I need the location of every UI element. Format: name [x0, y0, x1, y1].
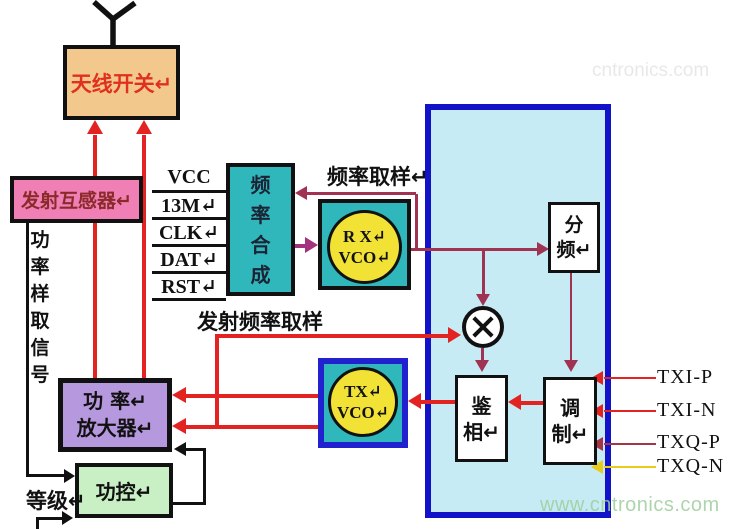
watermark-faint: cntronics.com: [592, 60, 710, 81]
pin-label-vcc: VCC: [167, 166, 211, 188]
pin-label-rst: RST↵: [161, 276, 217, 298]
power-sample-signal-label: 功 率 样 取 信 号: [30, 229, 50, 386]
txi-p-line: [604, 377, 656, 379]
power-control-loop: [186, 448, 206, 451]
transformer-box: 发射互感器↵: [10, 176, 143, 223]
phase-detector-box: 鉴 相↵: [455, 375, 508, 462]
tx-freq-sampling-line: [215, 337, 219, 429]
antenna-switch-box: 天线开关↵: [63, 45, 180, 120]
frequency-synthesizer-box: 频 率 合 成: [226, 163, 295, 296]
power-amplifier-box: 功 率↵ 放大器↵: [58, 378, 172, 452]
power-sample-line: [26, 223, 29, 477]
divider-to-modulator-line: [570, 273, 572, 361]
arrowhead: [564, 360, 578, 372]
level-input-line: [36, 517, 62, 520]
txvco-to-pa-line: [186, 394, 318, 398]
power-control-loop: [203, 450, 206, 505]
freq-sampling-line: [306, 192, 416, 195]
watermark: www.cntronics.com: [540, 494, 720, 516]
txq-p-label: TXQ-P: [657, 431, 721, 453]
pin-line: [152, 217, 226, 220]
pin-label-clk: CLK↵: [158, 222, 220, 244]
arrowhead: [476, 294, 490, 306]
synth-to-rxvco-line: [295, 244, 307, 248]
pin-label-dat: DAT↵: [160, 249, 218, 271]
arrowhead: [408, 393, 421, 409]
power-control-loop: [173, 502, 206, 505]
txi-n-line: [604, 410, 656, 412]
tx-freq-sampling-label: 发射频率取样: [197, 310, 323, 334]
txvco-to-pa-line: [186, 425, 318, 429]
arrowhead: [64, 469, 75, 483]
pin-line: [152, 298, 226, 301]
rxvco-to-mixer-line: [482, 251, 485, 295]
pin-line: [152, 271, 226, 274]
freq-sampling-label: 频率取样↵: [327, 165, 429, 189]
txq-n-label: TXQ-N: [657, 455, 725, 477]
modulator-box: 调 制↵: [543, 377, 597, 465]
arrowhead: [172, 387, 186, 403]
arrowhead: [87, 120, 103, 134]
tx-freq-sampling-line: [215, 334, 448, 338]
txi-p-label: TXI-P: [657, 366, 714, 388]
txi-n-label: TXI-N: [657, 399, 717, 421]
arrowhead: [174, 442, 186, 456]
rxvco-output-line: [408, 248, 537, 251]
pin-line: [152, 190, 226, 193]
antenna-icon: [92, 0, 137, 50]
power-control-box: 功控↵: [75, 463, 173, 518]
pin-line: [152, 244, 226, 247]
arrowhead: [475, 360, 489, 372]
mixer-to-phase-line: [481, 348, 484, 361]
power-sample-line: [26, 474, 64, 477]
txq-p-line: [604, 443, 656, 445]
pin-label-13m: 13M↵: [161, 195, 217, 217]
arrowhead: [305, 237, 318, 253]
arrowhead: [62, 511, 73, 525]
arrowhead: [295, 186, 307, 200]
pa-to-antenna-line: [142, 135, 146, 378]
tx-vco: TX↵ VCO↵: [328, 367, 398, 437]
mixer-icon: [462, 306, 504, 348]
mod-to-phase-line: [521, 401, 543, 405]
pa-to-antenna-line: [93, 135, 97, 378]
rx-vco: R X↵ VCO↵: [327, 210, 402, 284]
level-label: 等级↵: [26, 489, 86, 513]
arrowhead: [172, 418, 186, 434]
arrowhead: [537, 242, 549, 256]
level-input-line: [36, 519, 39, 529]
freq-sampling-line: [415, 194, 418, 250]
txq-n-line: [604, 466, 656, 468]
arrowhead: [448, 327, 461, 343]
arrowhead: [508, 394, 521, 410]
arrowhead: [136, 120, 152, 134]
divider-box: 分 频↵: [548, 202, 600, 273]
phase-to-txvco-line: [421, 400, 455, 404]
